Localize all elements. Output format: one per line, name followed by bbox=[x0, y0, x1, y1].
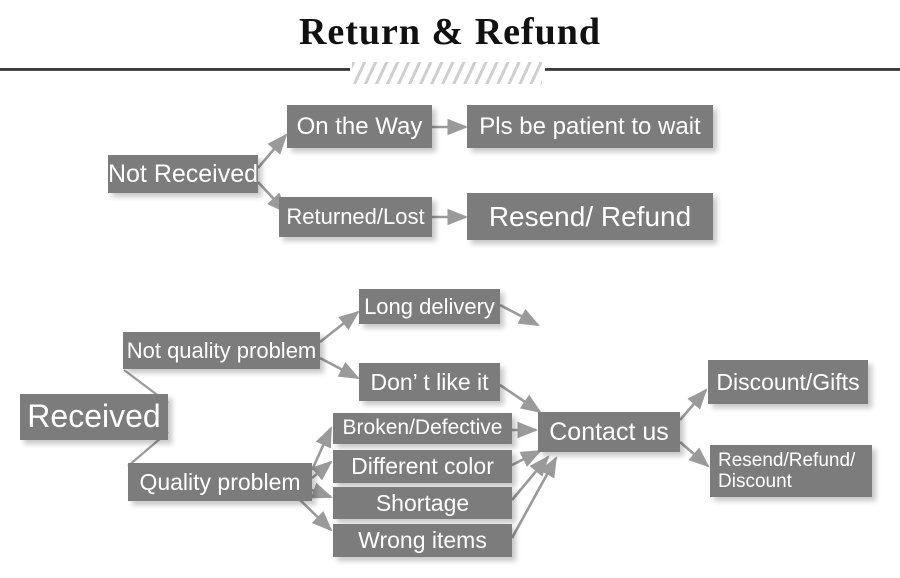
arrow-wrong-items-to-contact-us bbox=[510, 456, 558, 539]
arrow-different-color-to-contact-us bbox=[511, 449, 542, 467]
node-contact-us[interactable]: Contact us bbox=[538, 412, 680, 452]
node-long-delivery[interactable]: Long delivery bbox=[359, 289, 500, 324]
node-discount-gifts[interactable]: Discount/Gifts bbox=[708, 360, 868, 404]
node-not-received[interactable]: Not Received bbox=[108, 155, 258, 193]
divider-rule-left bbox=[0, 68, 350, 71]
node-shortage[interactable]: Shortage bbox=[333, 487, 512, 519]
node-resend-refund-discount[interactable]: Resend/Refund/ Discount bbox=[710, 445, 872, 497]
arrow-contact-us-to-discount-gifts bbox=[679, 388, 708, 421]
node-quality-problem[interactable]: Quality problem bbox=[128, 463, 312, 501]
arrow-contact-us-to-resend-refund-discount bbox=[679, 441, 710, 468]
arrow-quality-to-shortage bbox=[310, 482, 333, 499]
header-divider bbox=[0, 62, 900, 90]
node-pls-be-patient-to-wait[interactable]: Pls be patient to wait bbox=[467, 105, 713, 148]
node-resend-refund[interactable]: Resend/ Refund bbox=[467, 193, 713, 240]
node-dont-like-it[interactable]: Don’ t like it bbox=[359, 363, 500, 401]
arrow-dont-like-it-to-contact-us bbox=[499, 383, 542, 414]
arrow-not-received-to-on-the-way bbox=[257, 133, 288, 169]
arrow-quality-to-different-color bbox=[311, 460, 333, 481]
divider-rule-right bbox=[545, 68, 900, 71]
arrow-not-quality-to-dont-like-it bbox=[319, 356, 360, 380]
node-returned-lost[interactable]: Returned/Lost bbox=[279, 197, 432, 237]
arrow-long-delivery-to-contact-us bbox=[499, 303, 540, 327]
node-broken-defective[interactable]: Broken/Defective bbox=[333, 413, 512, 444]
arrow-quality-to-wrong-items bbox=[299, 499, 333, 532]
page-title: Return & Refund bbox=[298, 11, 602, 53]
node-on-the-way[interactable]: On the Way bbox=[287, 105, 432, 148]
node-wrong-items[interactable]: Wrong items bbox=[333, 524, 512, 557]
node-different-color[interactable]: Different color bbox=[333, 450, 512, 483]
arrow-not-quality-to-long-delivery bbox=[319, 310, 360, 344]
node-received[interactable]: Received bbox=[20, 394, 168, 440]
node-not-quality-problem[interactable]: Not quality problem bbox=[123, 332, 320, 369]
hatched-divider-icon bbox=[352, 62, 542, 84]
